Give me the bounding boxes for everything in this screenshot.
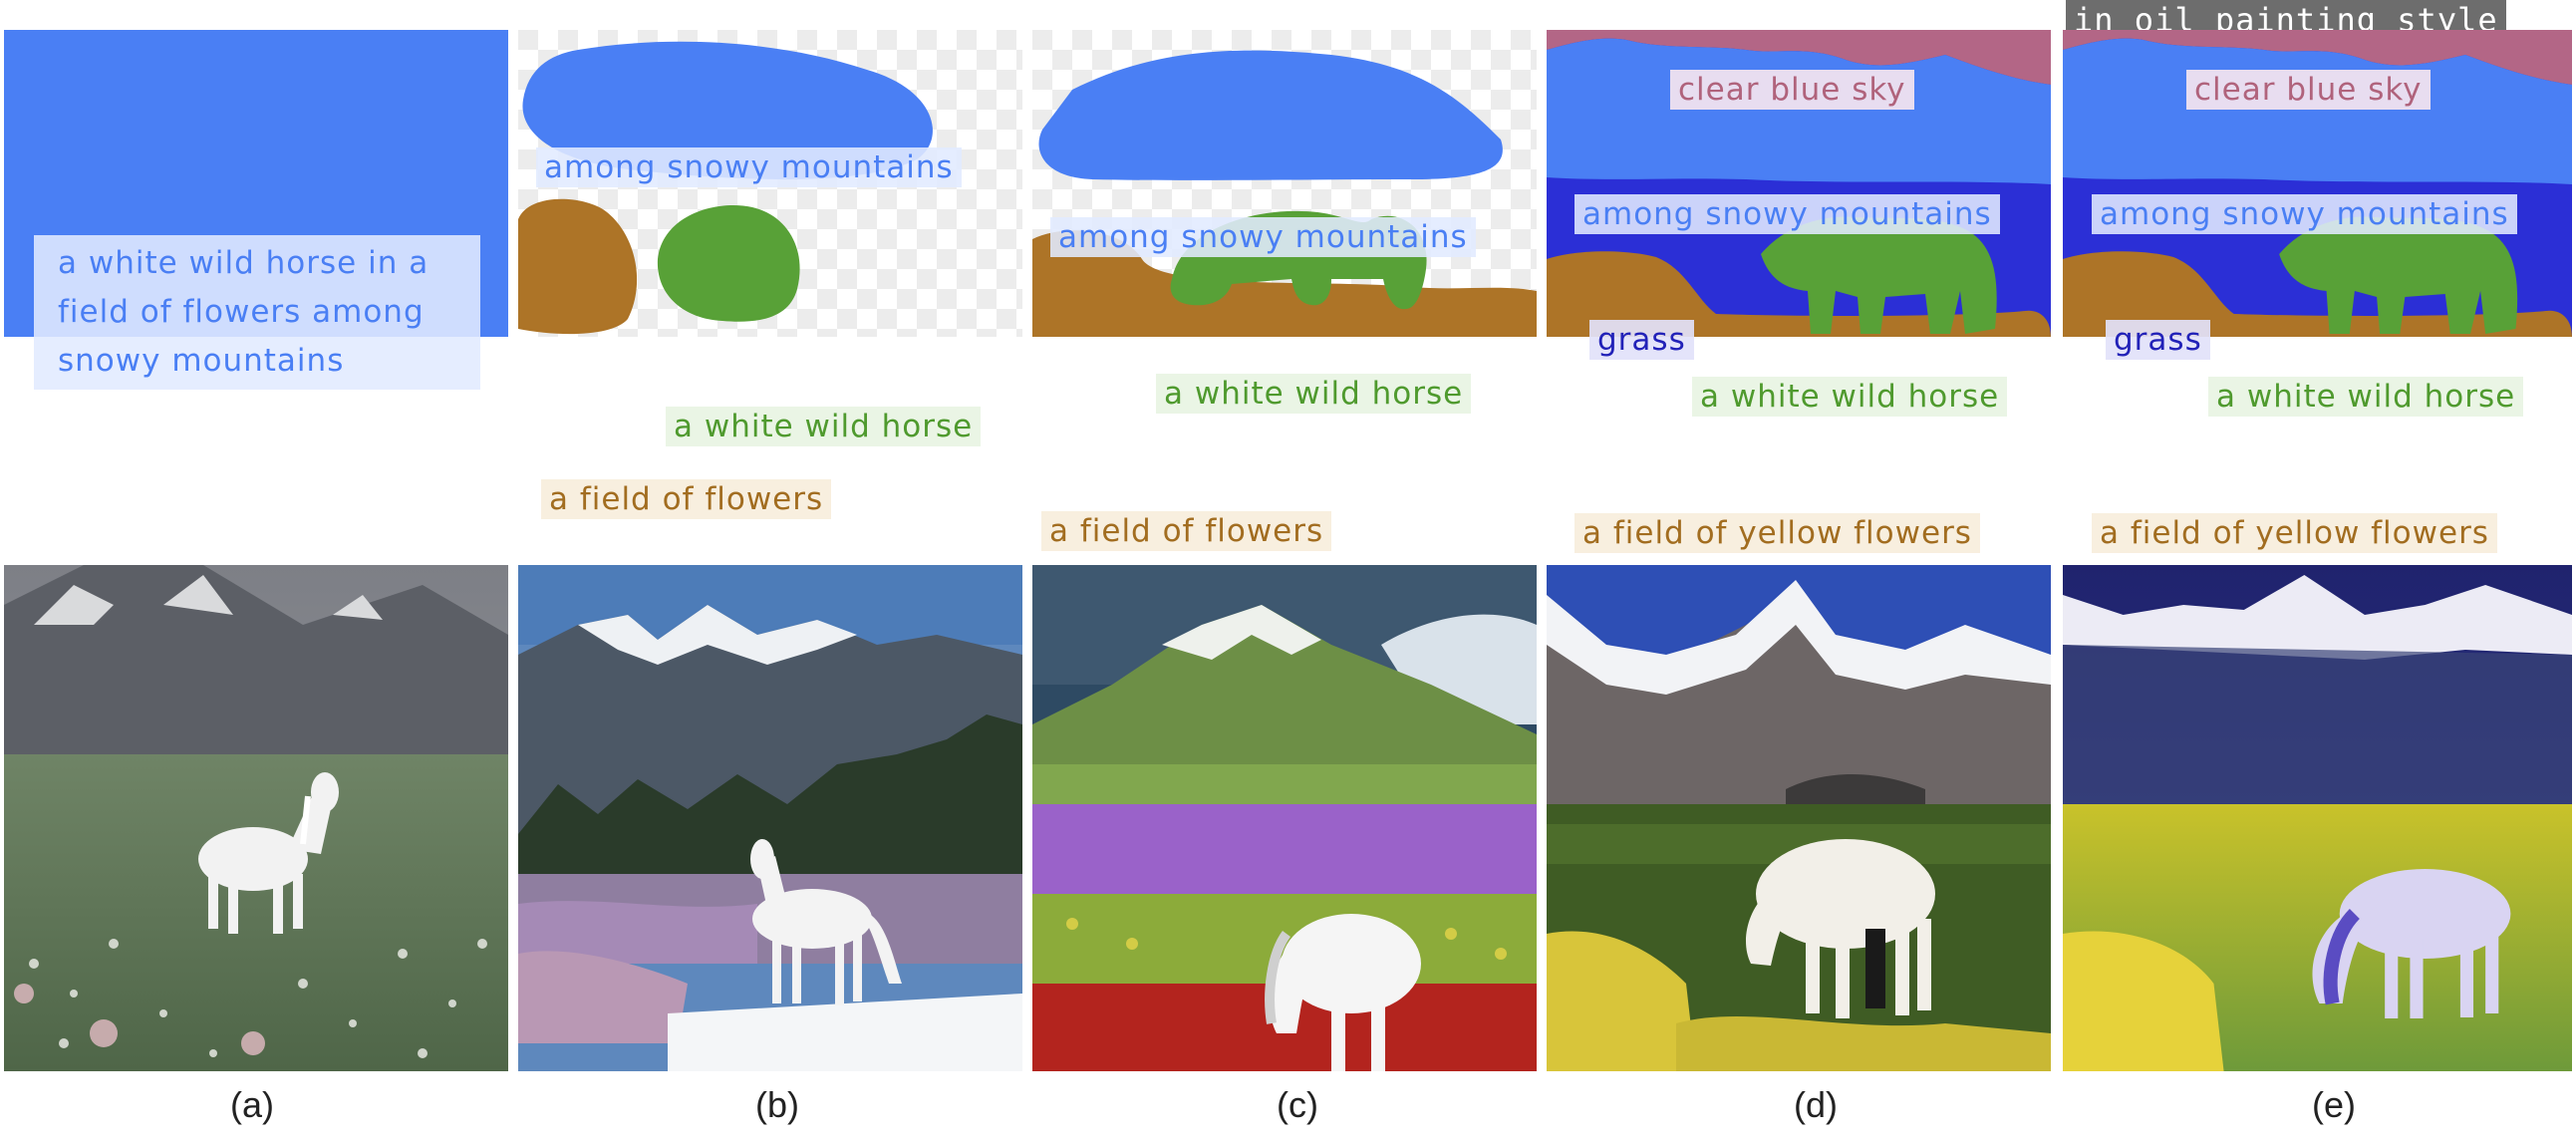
label-d-sky: clear blue sky xyxy=(1670,70,1914,110)
prompt-line: snowy mountains xyxy=(58,343,345,379)
generated-image-a xyxy=(4,565,508,1071)
generated-image-b xyxy=(518,565,1022,1071)
mountain-region xyxy=(1038,50,1503,180)
label-d-flowers: a field of yellow flowers xyxy=(1574,513,1980,553)
caption-d: (d) xyxy=(1794,1084,1838,1125)
prompt-line: field of flowers among xyxy=(58,294,425,330)
horse-region xyxy=(2279,216,2518,334)
horse-figure xyxy=(1746,839,1935,1018)
caption-c: (c) xyxy=(1277,1084,1318,1125)
label-e-grass: grass xyxy=(2106,320,2210,360)
horse-region xyxy=(1761,216,1997,334)
label-d-grass: grass xyxy=(1589,320,1694,360)
prompt-text-box: a white wild horse in a field of flowers… xyxy=(34,235,480,390)
sky-region xyxy=(1547,30,2051,85)
generated-image-d xyxy=(1547,565,2051,1071)
caption-a: (a) xyxy=(230,1084,274,1125)
scene-c xyxy=(1032,565,1537,1071)
mountain-region xyxy=(522,41,933,179)
label-d-mountains: among snowy mountains xyxy=(1574,194,2000,234)
horse-region xyxy=(657,204,800,322)
generated-image-c xyxy=(1032,565,1537,1071)
generated-image-e xyxy=(2063,565,2572,1071)
label-e-sky: clear blue sky xyxy=(2186,70,2431,110)
label-b-flowers: a field of flowers xyxy=(541,479,832,519)
sky-region xyxy=(2063,30,2572,85)
horse-figure xyxy=(198,772,339,934)
label-e-mountains: among snowy mountains xyxy=(2092,194,2517,234)
scene-b xyxy=(518,565,1022,1071)
flowers-region xyxy=(1032,230,1537,337)
label-e-horse: a white wild horse xyxy=(2208,377,2524,417)
label-c-mountains: among snowy mountains xyxy=(1050,217,1476,257)
label-c-flowers: a field of flowers xyxy=(1041,511,1332,551)
caption-e: (e) xyxy=(2312,1084,2356,1125)
scene-a xyxy=(4,565,508,1071)
caption-b: (b) xyxy=(755,1084,799,1125)
flowers-region xyxy=(1547,251,2051,337)
horse-figure xyxy=(1269,914,1421,1071)
label-b-mountains: among snowy mountains xyxy=(536,147,962,187)
horse-figure xyxy=(750,839,902,1005)
layout-map-c xyxy=(1032,30,1537,337)
label-c-horse: a white wild horse xyxy=(1156,374,1472,414)
flowers-region xyxy=(518,198,638,335)
layout-map-b-shapes xyxy=(518,30,1022,337)
flowers-region xyxy=(2063,251,2572,337)
scene-e xyxy=(2063,565,2572,1071)
layout-map-b xyxy=(518,30,1022,337)
prompt-line: a white wild horse in a xyxy=(58,245,429,281)
label-d-horse: a white wild horse xyxy=(1692,377,2008,417)
label-b-horse: a white wild horse xyxy=(666,407,982,446)
scene-d xyxy=(1547,565,2051,1071)
layout-map-c-shapes xyxy=(1032,30,1537,337)
label-e-flowers: a field of yellow flowers xyxy=(2092,513,2497,553)
